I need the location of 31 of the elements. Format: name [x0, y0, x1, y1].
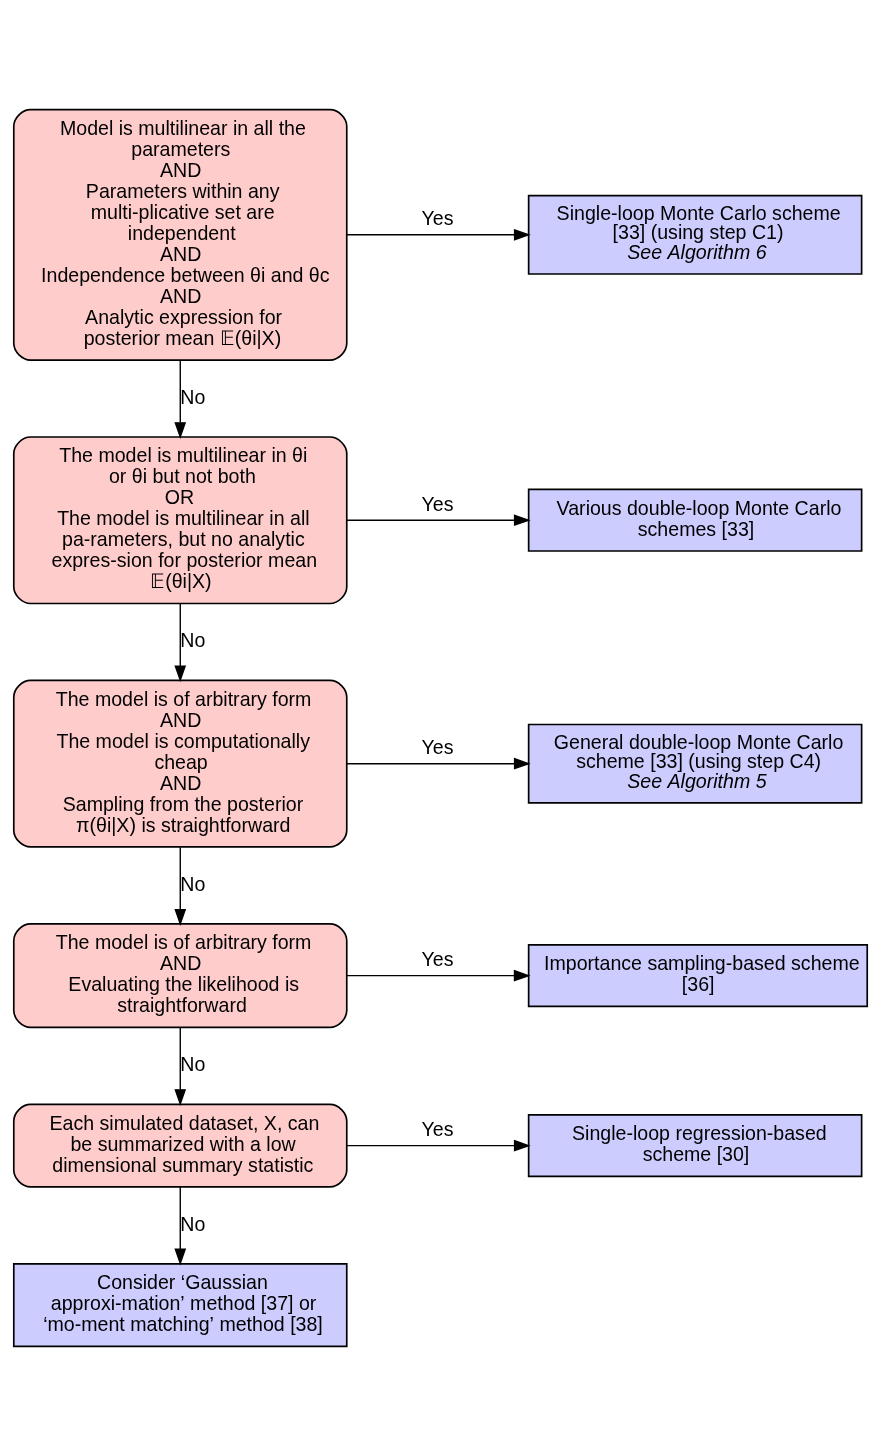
- node-box: Importance sampling-based scheme [36]: [527, 943, 869, 1007]
- arrow: [174, 1185, 187, 1265]
- node-box: The model is multilinear in θi or θi but not both OR The model is multilinear in all pa-rameters, but no analytic expres-sion for posterior mean 𝔼(θi|X): [12, 435, 348, 604]
- node-box: Consider ‘Gaussian approxi-mation’ method [37] or ‘mo-ment matching’ method [38]: [12, 1262, 348, 1347]
- node-box: Model is multilinear in all the parameters AND Parameters within any multi-plicative set are independent AND Independence between θi and θc AND Analytic expression for posterior mean 𝔼(θi|X): [12, 108, 348, 361]
- node-box: Various double-loop Monte Carlo schemes [33]: [527, 488, 863, 552]
- edge-label: No: [180, 1212, 206, 1235]
- arrow: [174, 359, 187, 439]
- edge-label: Yes: [421, 1117, 454, 1140]
- edge-label: No: [180, 628, 206, 651]
- arrow: [174, 1026, 187, 1106]
- node-box: Single-loop regression-based scheme [30]: [527, 1113, 863, 1177]
- edge-label: Yes: [421, 947, 454, 970]
- arrow: [346, 228, 531, 241]
- node-box: Each simulated dataset, X, can be summarized with a low dimensional summary statistic: [12, 1103, 348, 1188]
- node-box: The model is of arbitrary form AND The model is computationally cheap AND Sampling from the posterior π(θi|X) is straightforward: [12, 679, 348, 848]
- arrow: [346, 969, 531, 982]
- edge-label: No: [180, 872, 206, 895]
- edge-label: No: [180, 1052, 206, 1075]
- arrow: [346, 757, 531, 770]
- arrow: [174, 602, 187, 682]
- node-box: The model is of arbitrary form AND Evaluating the likelihood is straightforward: [12, 922, 348, 1028]
- edge-label: Yes: [421, 206, 454, 229]
- edge-label: Yes: [421, 492, 454, 515]
- node-box: General double-loop Monte Carlo scheme [33] (using step C4) See Algorithm 5: [527, 723, 863, 804]
- arrow: [174, 845, 187, 926]
- node-box: Single-loop Monte Carlo scheme [33] (using step C1) See Algorithm 6: [527, 194, 863, 275]
- arrow: [346, 513, 531, 526]
- arrow: [346, 1139, 531, 1151]
- edge-label: Yes: [421, 735, 454, 758]
- edge-label: No: [180, 385, 206, 408]
